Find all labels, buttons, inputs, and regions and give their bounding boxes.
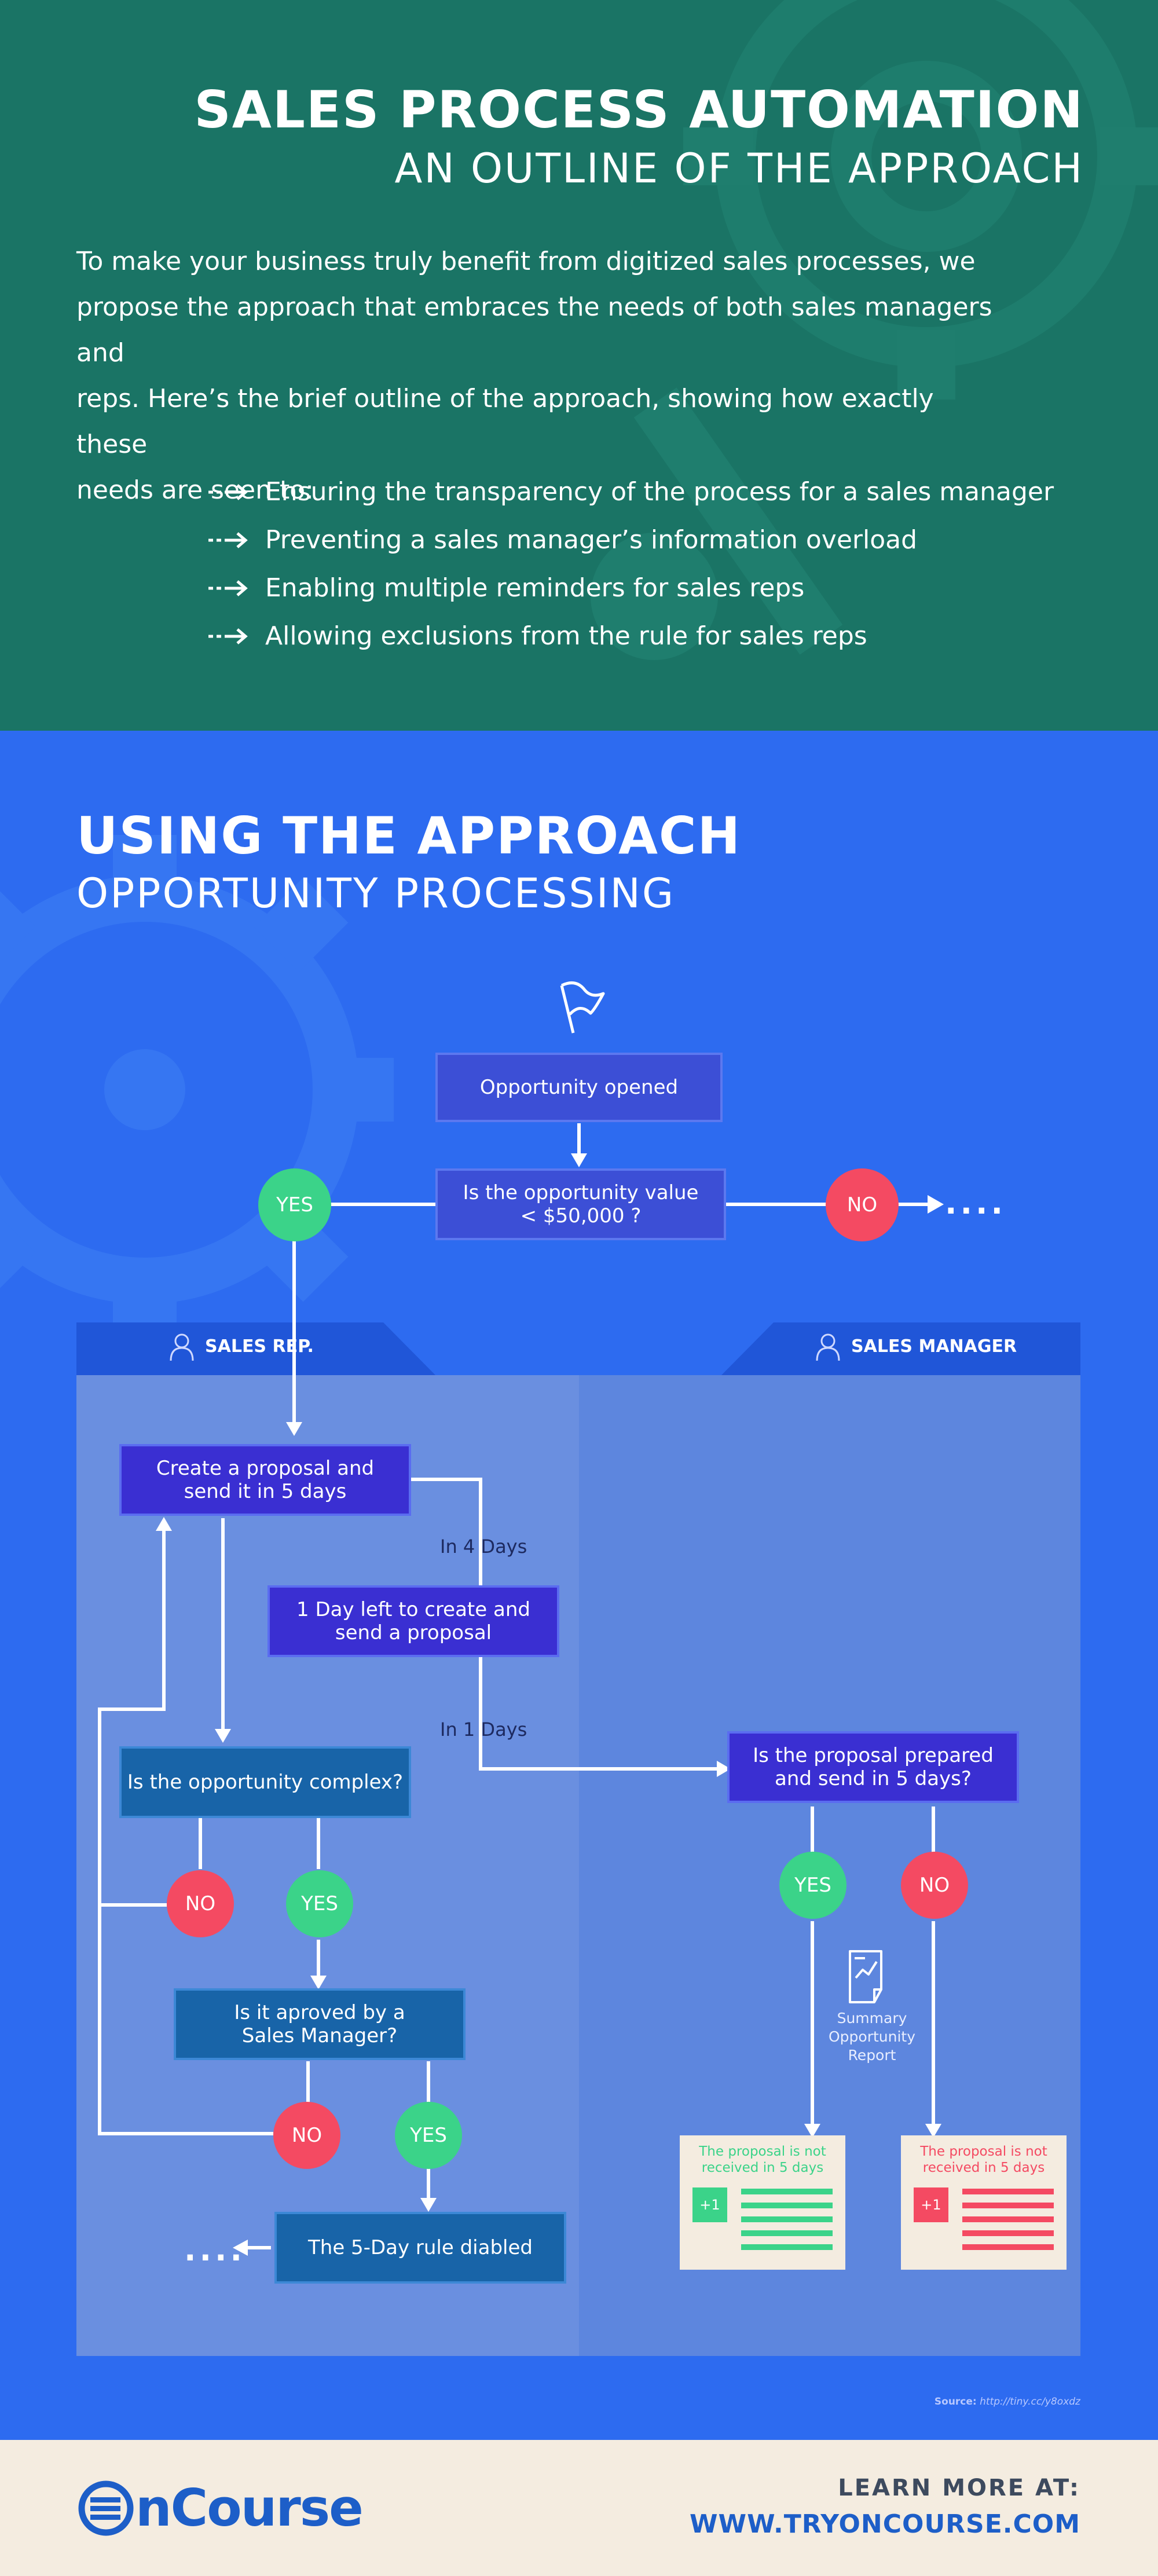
intro-line: propose the approach that embraces the n… <box>76 292 992 368</box>
page-subtitle: AN OUTLINE OF THE APPROACH <box>394 145 1084 192</box>
node-text: Create a proposal and <box>156 1457 375 1480</box>
node-rule-disabled: The 5-Day rule diabled <box>274 2212 566 2284</box>
user-icon <box>816 1333 840 1361</box>
bullet-text: Preventing a sales manager’s information… <box>265 525 918 555</box>
node-text: Is the opportunity value <box>463 1181 699 1204</box>
header-section: SALES PROCESS AUTOMATION AN OUTLINE OF T… <box>0 0 1158 731</box>
node-text: Opportunity opened <box>479 1076 679 1099</box>
gear-icon <box>591 0 1158 660</box>
note-line <box>962 2244 1054 2250</box>
intro-text: To make your business truly benefit from… <box>76 239 1003 513</box>
page-title: SALES PROCESS AUTOMATION <box>194 80 1084 140</box>
node-text: send a proposal <box>335 1621 492 1644</box>
decision-no: NO <box>826 1168 899 1241</box>
flag-icon <box>560 981 605 1034</box>
note-text: received in 5 days <box>922 2160 1045 2175</box>
node-opportunity-value-question: Is the opportunity value< $50,000 ? <box>435 1168 726 1240</box>
continuation-dots: .... <box>945 1185 1007 1221</box>
note-text: The proposal is not <box>920 2144 1047 2159</box>
brand-name: nCourse <box>135 2478 364 2538</box>
node-text: Is it aproved by a <box>234 2001 405 2024</box>
bullet-text: Allowing exclusions from the rule for sa… <box>265 621 867 651</box>
lane-sales-rep <box>76 1375 579 2356</box>
node-text: < $50,000 ? <box>520 1204 642 1227</box>
decision-no: NO <box>273 2102 340 2169</box>
label-in-4-days: In 4 Days <box>440 1536 527 1558</box>
intro-line: To make your business truly benefit from… <box>76 247 976 276</box>
learn-more-label: LEARN MORE AT: <box>838 2475 1080 2501</box>
report-text: Report <box>848 2047 896 2064</box>
plus-one-badge: +1 <box>692 2187 727 2222</box>
bullet-item: Preventing a sales manager’s information… <box>208 516 1054 564</box>
user-icon <box>170 1333 194 1361</box>
source-note: Source: http://tiny.cc/y8oxdz <box>935 2396 1080 2408</box>
note-line <box>962 2203 1054 2208</box>
note-text: The proposal is not <box>699 2144 826 2159</box>
node-text: 1 Day left to create and <box>296 1598 530 1621</box>
bullet-item: Allowing exclusions from the rule for sa… <box>208 612 1054 660</box>
note-line <box>962 2189 1054 2194</box>
lane-label-sales-manager: SALES MANAGER <box>851 1336 1017 1357</box>
label-in-1-days: In 1 Days <box>440 1718 527 1740</box>
node-text: Is the opportunity complex? <box>127 1771 404 1794</box>
plus-one-badge: +1 <box>914 2187 948 2222</box>
decision-yes: YES <box>286 1870 353 1937</box>
intro-line: reps. Here’s the brief outline of the ap… <box>76 384 934 459</box>
arrow-icon <box>208 532 248 548</box>
report-icon <box>849 1950 882 2003</box>
decision-yes: YES <box>779 1852 846 1919</box>
bullet-item: Ensuring the transparency of the process… <box>208 468 1054 516</box>
decision-no: NO <box>167 1870 234 1937</box>
arrow-icon <box>208 628 248 644</box>
section-subtitle: OPPORTUNITY PROCESSING <box>76 870 676 917</box>
node-complex-question: Is the opportunity complex? <box>119 1746 411 1818</box>
note-line <box>741 2244 833 2250</box>
note-line <box>741 2216 833 2222</box>
website-link[interactable]: WWW.TRYONCOURSE.COM <box>690 2509 1080 2539</box>
decision-yes: YES <box>395 2102 462 2169</box>
report-text: Opportunity <box>828 2028 916 2045</box>
note-line <box>962 2230 1054 2236</box>
lane-header-bar: SALES REP. SALES MANAGER <box>76 1322 1080 1375</box>
note-line <box>741 2230 833 2236</box>
section-title: USING THE APPROACH <box>76 806 742 866</box>
bullet-list: Ensuring the transparency of the process… <box>208 468 1054 660</box>
bullet-item: Enabling multiple reminders for sales re… <box>208 564 1054 612</box>
node-text: The 5-Day rule diabled <box>308 2236 533 2259</box>
decision-yes: YES <box>258 1168 331 1241</box>
note-line <box>962 2216 1054 2222</box>
node-opportunity-opened: Opportunity opened <box>435 1053 723 1122</box>
node-text: send it in 5 days <box>184 1480 347 1503</box>
node-text: Is the proposal prepared <box>753 1744 994 1767</box>
footer: nCourse LEARN MORE AT: WWW.TRYONCOURSE.C… <box>0 2440 1158 2576</box>
gear-icon <box>0 835 394 1344</box>
source-label: Source: <box>934 2396 977 2408</box>
brand-logo: nCourse <box>78 2478 364 2538</box>
source-link[interactable]: http://tiny.cc/y8oxdz <box>980 2396 1080 2408</box>
node-text: and send in 5 days? <box>775 1767 972 1790</box>
arrow-icon <box>208 483 248 500</box>
note-text: received in 5 days <box>701 2160 824 2175</box>
note-line <box>741 2189 833 2194</box>
node-text: Sales Manager? <box>241 2024 398 2047</box>
arrow-icon <box>208 580 248 596</box>
decision-no: NO <box>901 1852 968 1919</box>
summary-report-label: Summary Opportunity Report <box>814 2009 930 2065</box>
bullet-text: Ensuring the transparency of the process… <box>265 477 1054 507</box>
continuation-dots: .... <box>184 2231 246 2268</box>
logo-mark-icon <box>78 2480 134 2535</box>
intro-line: needs are seen to: <box>76 475 314 505</box>
bullet-text: Enabling multiple reminders for sales re… <box>265 573 805 603</box>
note-line <box>741 2203 833 2208</box>
report-text: Summary <box>837 2010 907 2027</box>
